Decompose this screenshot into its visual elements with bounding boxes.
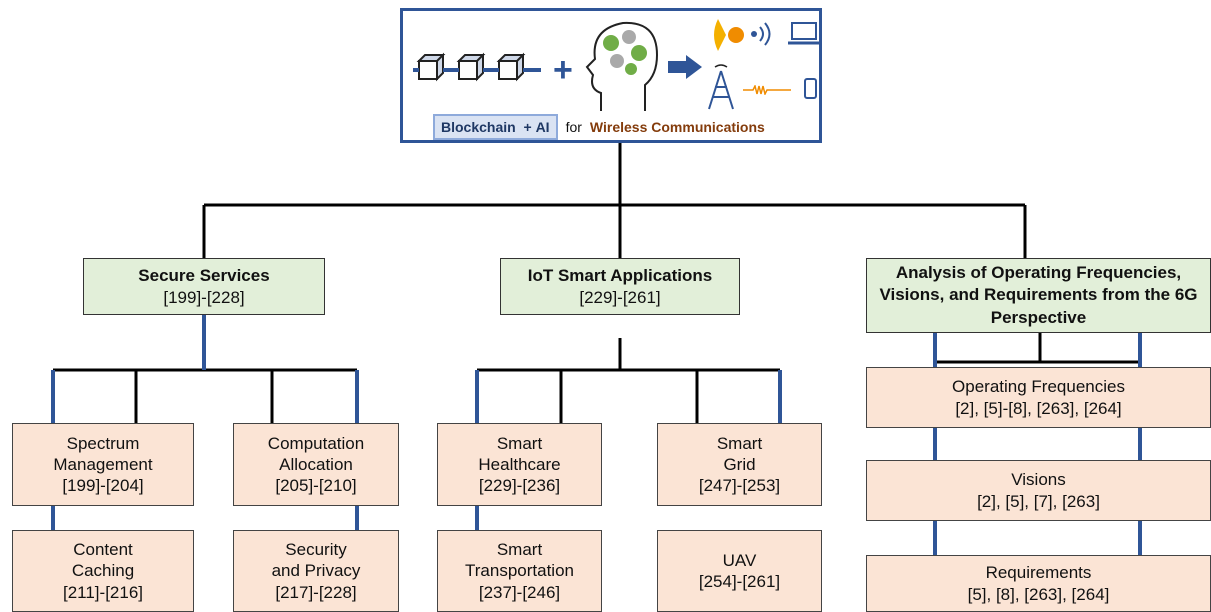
laptop-icon — [788, 22, 820, 45]
ai-label: AI — [535, 119, 550, 135]
leaf-line: Computation — [267, 433, 365, 453]
category-6g-analysis: Analysis of Operating Frequencies, Visio… — [866, 258, 1211, 333]
leaf-refs: [199]-[204] — [62, 476, 144, 496]
leaf-spectrum-management: Spectrum Management [199]-[204] — [12, 423, 194, 506]
leaf-line: Spectrum — [66, 433, 140, 453]
category-title: Secure Services — [138, 266, 270, 286]
leaf-line: Smart — [496, 540, 543, 560]
leaf-refs: [2], [5], [7], [263] — [977, 491, 1100, 511]
leaf-refs: [2], [5]-[8], [263], [264] — [955, 398, 1122, 418]
leaf-line: Allocation — [279, 454, 353, 474]
category-refs: [229]-[261] — [579, 287, 661, 307]
leaf-refs: [237]-[246] — [478, 582, 561, 602]
wifi-signal-icon — [751, 22, 771, 46]
leaf-visions: Visions [2], [5], [7], [263] — [866, 460, 1211, 521]
leaf-line: Security — [285, 540, 347, 560]
wireless-communications-label: Wireless Communications — [589, 119, 765, 135]
blockchain-chain-icon — [413, 52, 541, 82]
blockchain-ai-chip: Blockchain + AI — [433, 114, 558, 140]
category-refs: [199]-[228] — [163, 287, 245, 307]
leaf-line: Caching — [71, 561, 135, 581]
plus-label: + — [523, 119, 532, 135]
leaf-line: Smart — [716, 433, 763, 453]
cell-tower-icon — [708, 64, 734, 110]
for-label: for — [565, 119, 582, 135]
leaf-uav: UAV [254]-[261] — [657, 530, 822, 612]
leaf-line: Grid — [723, 454, 756, 474]
header-tagline: Blockchain + AI for Wireless Communicati… — [433, 114, 765, 140]
category-secure-services: Secure Services [199]-[228] — [83, 258, 325, 315]
leaf-refs: [254]-[261] — [698, 572, 781, 591]
leaf-smart-healthcare: Smart Healthcare [229]-[236] — [437, 423, 602, 506]
leaf-line: UAV — [722, 550, 757, 570]
plus-icon: + — [553, 51, 573, 89]
leaf-security-and-privacy: Security and Privacy [217]-[228] — [233, 530, 399, 612]
blockchain-label: Blockchain — [441, 119, 516, 135]
category-iot-smart-applications: IoT Smart Applications [229]-[261] — [500, 258, 740, 315]
leaf-refs: [5], [8], [263], [264] — [967, 584, 1110, 604]
root-header-box: + Blockchain + AI for Wireless Communica… — [400, 8, 822, 143]
leaf-content-caching: Content Caching [211]-[216] — [12, 530, 194, 612]
leaf-refs: [205]-[210] — [275, 476, 357, 496]
leaf-refs: [211]-[216] — [62, 582, 144, 602]
arrow-right-icon — [668, 55, 702, 79]
leaf-refs: [229]-[236] — [478, 476, 561, 496]
leaf-line: Visions — [1011, 470, 1066, 490]
leaf-line: Smart — [496, 433, 543, 453]
signal-wave-icon — [743, 85, 791, 95]
leaf-operating-frequencies: Operating Frequencies [2], [5]-[8], [263… — [866, 367, 1211, 428]
category-title: Analysis of Operating Frequencies, Visio… — [879, 263, 1198, 327]
phone-icon — [804, 78, 817, 99]
category-title: IoT Smart Applications — [527, 266, 713, 286]
leaf-smart-transportation: Smart Transportation [237]-[246] — [437, 530, 602, 612]
leaf-requirements: Requirements [5], [8], [263], [264] — [866, 555, 1211, 612]
leaf-line: Management — [53, 454, 153, 474]
leaf-line: and Privacy — [271, 561, 361, 581]
leaf-computation-allocation: Computation Allocation [205]-[210] — [233, 423, 399, 506]
leaf-line: Healthcare — [478, 454, 561, 474]
leaf-line: Content — [73, 540, 133, 560]
leaf-smart-grid: Smart Grid [247]-[253] — [657, 423, 822, 506]
leaf-line: Transportation — [465, 561, 574, 581]
satellite-dish-icon — [714, 19, 744, 51]
leaf-refs: [217]-[228] — [275, 582, 357, 602]
leaf-refs: [247]-[253] — [698, 476, 781, 496]
leaf-line: Requirements — [985, 563, 1092, 583]
ai-brain-gears-icon — [585, 21, 659, 111]
leaf-line: Operating Frequencies — [952, 377, 1125, 397]
